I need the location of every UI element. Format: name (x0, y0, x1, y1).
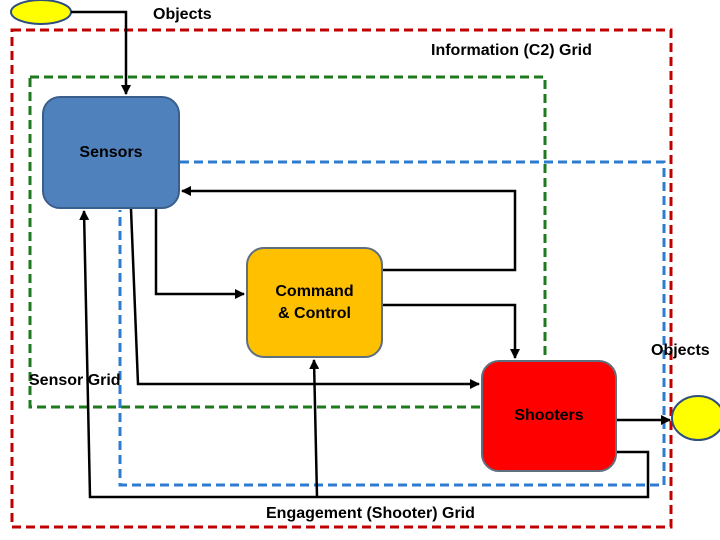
sensor-grid-label: Sensor Grid (29, 372, 121, 389)
command-control-label: Command & Control (275, 282, 354, 322)
objects-label-top: Objects (153, 6, 212, 23)
sensors-node: Sensors (42, 96, 180, 209)
command-control-node: Command & Control (246, 247, 383, 358)
arrow-sensors-to-shooters (129, 208, 480, 389)
objects-oval-top (10, 0, 72, 25)
arrow-engagement-feedback-to-command-control (309, 359, 320, 498)
shooters-node: Shooters (481, 360, 617, 472)
engagement-grid-boundary (118, 160, 666, 487)
shooters-label: Shooters (514, 407, 584, 424)
objects-oval-right (671, 395, 720, 441)
arrow-command-control-to-shooters (383, 303, 520, 359)
information-grid-label: Information (C2) Grid (431, 42, 592, 59)
objects-label-right: Objects (651, 342, 710, 359)
arrow-sensors-to-command-control (154, 209, 245, 299)
arrow-command-control-to-sensors (181, 186, 517, 272)
arrow-objects-to-sensors (71, 10, 131, 95)
sensors-label: Sensors (79, 143, 143, 161)
information-grid-boundary (10, 28, 673, 529)
arrow-engagement-feedback-to-sensors (79, 210, 650, 499)
engagement-grid-label: Engagement (Shooter) Grid (266, 505, 475, 522)
sensor-grid-boundary (28, 75, 547, 409)
